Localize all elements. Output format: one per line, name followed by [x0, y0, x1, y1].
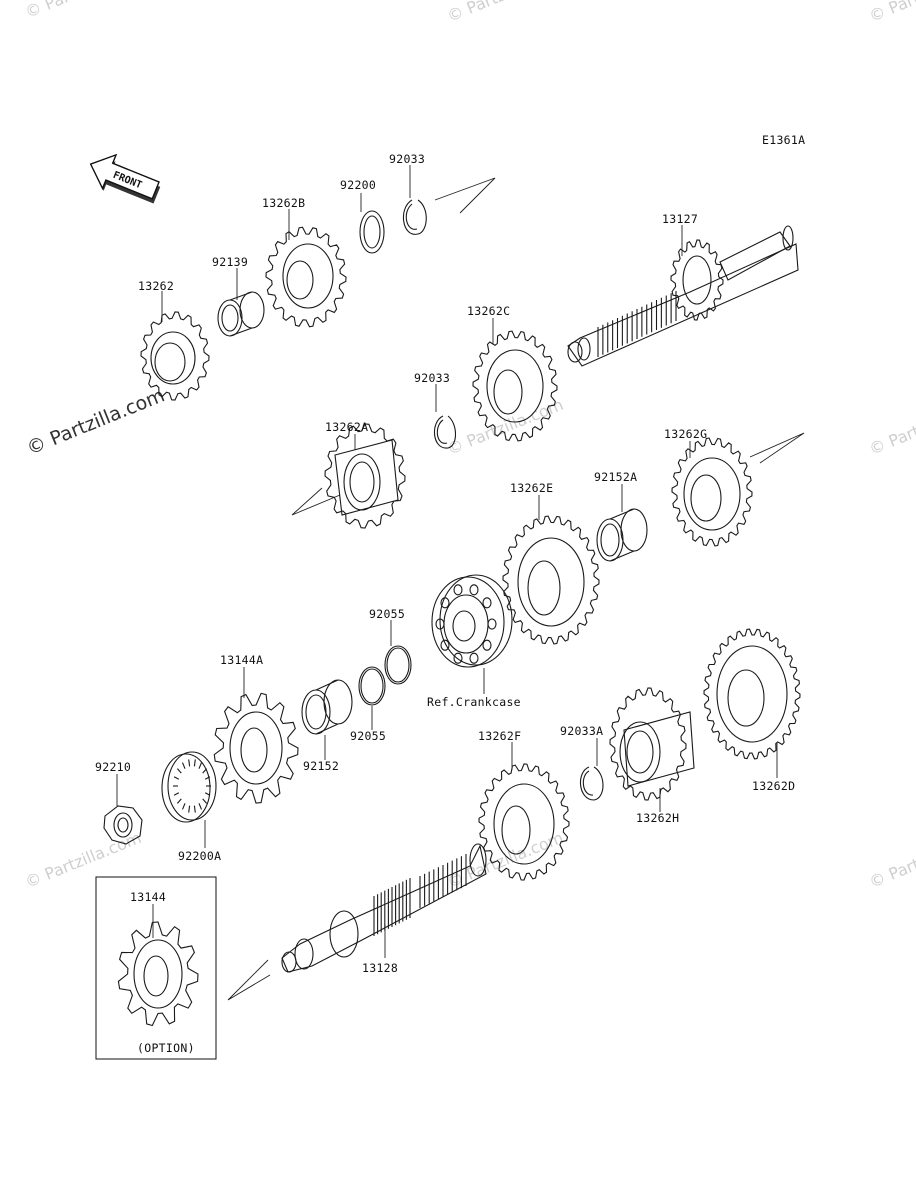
circlip-92055-b — [358, 666, 386, 706]
label-92152A: 92152A — [594, 470, 637, 484]
watermark-low-center: © Partzilla.com — [444, 828, 566, 892]
label-13262D: 13262D — [752, 779, 795, 793]
label-ref-crankcase: Ref.Crankcase — [427, 695, 521, 709]
label-92033-mid: 92033 — [414, 371, 450, 385]
label-13262B: 13262B — [262, 196, 305, 210]
label-92200A: 92200A — [178, 849, 221, 863]
bushing-92152 — [301, 679, 353, 735]
circlip-92033-middle — [434, 415, 457, 449]
option-box: (OPTION) — [95, 876, 217, 1060]
watermark-main: © Partzilla.com — [24, 384, 168, 459]
label-13262C: 13262C — [467, 304, 510, 318]
label-13144A: 13144A — [220, 653, 263, 667]
sprocket-13144A — [213, 692, 299, 804]
circlip-92055-a — [384, 645, 412, 685]
label-13262G: 13262G — [664, 427, 707, 441]
gear-13262G — [671, 437, 753, 547]
axis-lines — [227, 177, 805, 1001]
diagram-code: E1361A — [762, 133, 805, 147]
label-92055-a: 92055 — [369, 607, 405, 621]
watermark-low-right: © Partzilla.com — [866, 828, 916, 892]
gear-13262B — [265, 226, 347, 328]
label-13128: 13128 — [362, 961, 398, 975]
label-92152: 92152 — [303, 759, 339, 773]
circlip-92033-top — [402, 199, 427, 235]
bushing-92152A — [596, 508, 648, 562]
watermark-top-right: © Partzilla.com — [866, 0, 916, 26]
gear-13262F — [478, 763, 570, 881]
label-13262: 13262 — [138, 279, 174, 293]
watermark-mid-right: © Partzilla.com — [866, 395, 916, 459]
label-13262A: 13262A — [325, 420, 368, 434]
label-13262E: 13262E — [510, 481, 553, 495]
part-labels: 13262 92139 13262B 92200 92033 13127 132… — [95, 152, 795, 975]
gear-13262H — [609, 687, 695, 801]
watermark-top-center: © Partzilla.com — [444, 0, 566, 26]
nut-92210 — [103, 805, 143, 845]
label-92033-top: 92033 — [389, 152, 425, 166]
label-92033A: 92033A — [560, 724, 603, 738]
gear-13262D — [703, 628, 801, 760]
label-92200: 92200 — [340, 178, 376, 192]
washer-92200A — [161, 751, 217, 823]
washer-92200 — [359, 210, 385, 254]
watermark-top-left: © Partzilla.com — [22, 0, 144, 22]
label-92055-b: 92055 — [350, 729, 386, 743]
needle-bearing-92139 — [217, 291, 265, 337]
watermark-low-left: © Partzilla.com — [22, 828, 144, 892]
label-13262H: 13262H — [636, 811, 679, 825]
option-label: (OPTION) — [137, 1041, 195, 1055]
ball-bearing-crankcase — [431, 574, 513, 668]
shaft-13128 — [281, 843, 487, 973]
front-arrow-icon: FRONT — [89, 153, 161, 204]
gear-13262C — [472, 330, 558, 442]
gear-13262A — [324, 423, 406, 529]
circlip-92033A — [580, 766, 604, 801]
shaft-13127 — [567, 225, 799, 367]
gear-13262E — [502, 515, 600, 645]
watermark-mid-center: © Partzilla.com — [444, 395, 566, 459]
label-13144: 13144 — [130, 890, 166, 904]
label-92139: 92139 — [212, 255, 248, 269]
gear-13262 — [140, 311, 210, 401]
label-13127: 13127 — [662, 212, 698, 226]
leader-lines — [116, 165, 778, 958]
label-13262F: 13262F — [478, 729, 521, 743]
label-92210: 92210 — [95, 760, 131, 774]
